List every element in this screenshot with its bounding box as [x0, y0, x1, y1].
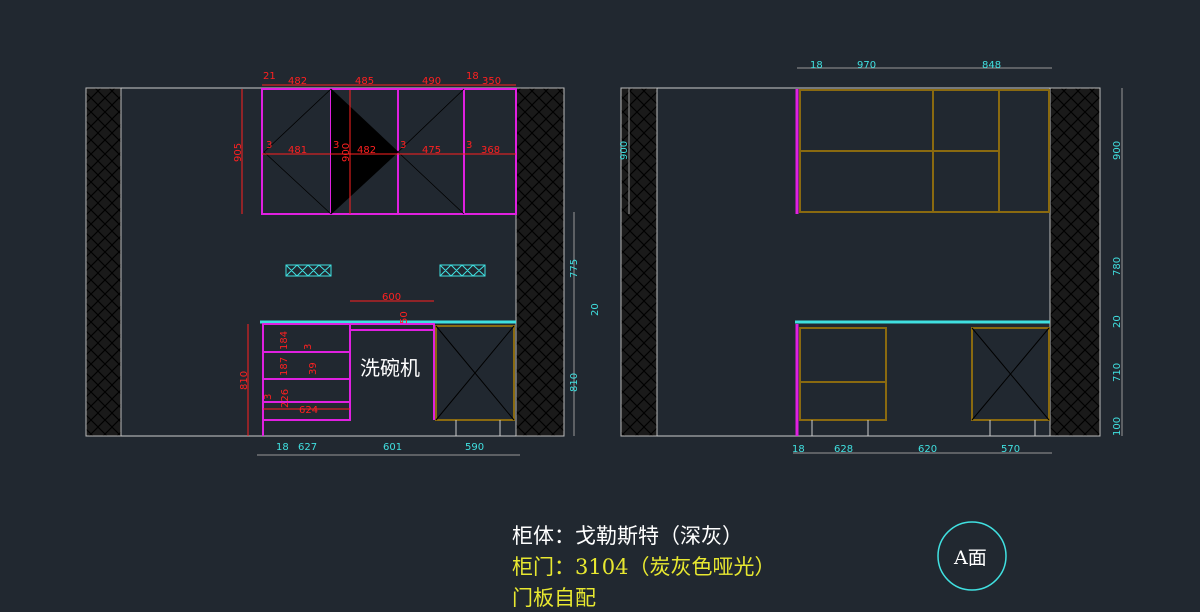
left-elevation	[85, 84, 575, 456]
dim: 187	[279, 357, 290, 376]
dim: 485	[355, 76, 374, 87]
dim: 18	[276, 442, 289, 453]
dim: 18	[792, 444, 805, 455]
dim: 590	[465, 442, 484, 453]
dim: 226	[280, 389, 291, 408]
dim: 21	[263, 71, 276, 82]
dim: 490	[422, 76, 441, 87]
dim: 18	[810, 60, 823, 71]
dim: 628	[834, 444, 853, 455]
dim: 481	[288, 145, 307, 156]
dim: 900	[1112, 141, 1123, 160]
note-cabinet-door: 柜门：3104（炭灰色哑光）	[512, 555, 776, 579]
dim: 810	[239, 371, 250, 390]
note-door-panel: 门板自配	[512, 586, 596, 610]
dim: 848	[982, 60, 1001, 71]
dim: 18	[466, 71, 479, 82]
dim: 482	[288, 76, 307, 87]
dim: 900	[619, 141, 630, 160]
dim: 900	[341, 143, 352, 162]
dim: 620	[918, 444, 937, 455]
dim: 100	[1112, 417, 1123, 436]
dim: 482	[357, 145, 376, 156]
dim: 184	[279, 331, 290, 350]
dishwasher-label: 洗碗机	[360, 356, 420, 380]
dim: 3	[266, 140, 272, 151]
dim: 350	[482, 76, 501, 87]
dim: 601	[383, 442, 402, 453]
dim: 368	[481, 145, 500, 156]
dim: 3	[263, 394, 274, 400]
dim: 624	[299, 405, 318, 416]
dim: 710	[1112, 363, 1123, 382]
dim: 780	[1112, 257, 1123, 276]
dim: 810	[569, 373, 580, 392]
view-label: A面	[954, 547, 987, 569]
dim: 970	[857, 60, 876, 71]
dim: 3	[400, 140, 406, 151]
dim: 600	[382, 292, 401, 303]
vent-icons	[285, 264, 486, 277]
dim: 570	[1001, 444, 1020, 455]
base-drawers	[262, 323, 435, 436]
dim: 905	[233, 143, 244, 162]
view-label-circle	[937, 521, 1007, 591]
dim: 475	[422, 145, 441, 156]
dim: 775	[569, 259, 580, 278]
right-elevation	[620, 67, 1123, 454]
dim: 39	[308, 362, 319, 375]
dim: 3	[333, 140, 339, 151]
dim: 3	[466, 140, 472, 151]
dim: 20	[1112, 315, 1123, 328]
note-cabinet-body: 柜体：戈勒斯特（深灰）	[512, 524, 743, 548]
dim: 627	[298, 442, 317, 453]
dim: 20	[590, 303, 601, 316]
dim: 50	[399, 311, 410, 324]
dim: 3	[303, 344, 314, 350]
